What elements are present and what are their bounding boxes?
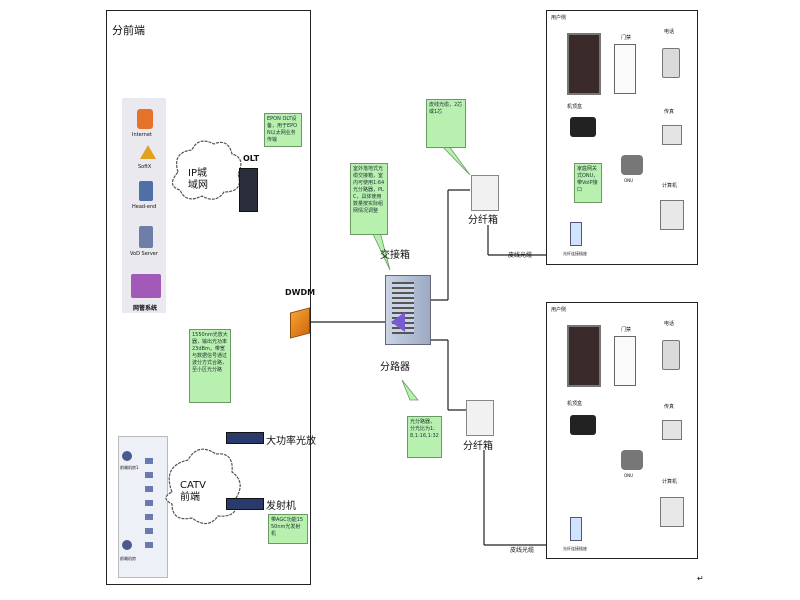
splitter-arrow-icon xyxy=(391,312,405,332)
phone-icon xyxy=(662,48,680,78)
headend-label: Head-end xyxy=(132,204,157,210)
onu-note: 家庭网关式ONU，带VoIP接口 xyxy=(574,163,602,203)
dist-box-2-label: 分纤箱 xyxy=(463,441,493,452)
stb-icon xyxy=(570,117,596,137)
rack-device-1 xyxy=(122,451,132,461)
vod-server-label: VoD Server xyxy=(130,251,158,257)
user-site-1-title: 用户侧 xyxy=(551,15,567,21)
door-icon xyxy=(614,336,636,386)
outlet-icon xyxy=(570,517,582,541)
phone-label: 电话 xyxy=(664,321,675,327)
transmitter-note: 带AGC功能1550nm光发射机 xyxy=(268,514,308,544)
stb-label: 机顶盒 xyxy=(567,104,583,110)
nms-icon xyxy=(131,274,161,298)
computer-label: 计算机 xyxy=(662,183,678,189)
cable-label-2: 皮线光缆 xyxy=(510,547,535,554)
fax-icon xyxy=(662,420,682,440)
internet-icon xyxy=(137,109,153,129)
onu-label: ONU xyxy=(624,178,634,183)
door-label: 门禁 xyxy=(621,327,632,333)
outlet-label: 光纤连接插座 xyxy=(563,251,587,256)
dist-box-1-label: 分纤箱 xyxy=(468,215,498,226)
olt-device xyxy=(239,168,258,212)
splitter-note: 光分路器，分光比为1:8,1:16,1:32 xyxy=(407,416,442,458)
dwdm-note: 1550nm光放大器，输出光功率23dBm，带宽与数据信号通过波分方式合路，至小… xyxy=(189,329,231,403)
amplifier-device xyxy=(226,432,264,444)
onu-icon xyxy=(621,155,643,175)
rack-modules xyxy=(145,458,153,550)
phone-label: 电话 xyxy=(664,29,675,35)
door-label: 门禁 xyxy=(621,35,632,41)
outlet-icon xyxy=(570,222,582,246)
dwdm-label: DWDM xyxy=(285,288,316,297)
stb-label: 机顶盒 xyxy=(567,401,583,407)
dist-box-2 xyxy=(466,400,494,436)
corner-mark: ↵ xyxy=(697,574,704,583)
outlet-label: 光纤连接插座 xyxy=(563,546,587,551)
user-site-2-title: 用户侧 xyxy=(551,307,567,313)
onu-icon xyxy=(621,450,643,470)
internet-label: Internet xyxy=(132,132,152,138)
cross-box-note: 室外落地式光缆交接箱，室内可使用1:64光分路器，PLC，具体使用数量按实际组网… xyxy=(350,163,388,235)
cross-box-label: 交接箱 xyxy=(380,250,410,261)
fax-label: 传真 xyxy=(664,109,675,115)
tv-icon xyxy=(567,33,601,95)
rack-label-1: 前端机房1 xyxy=(120,465,139,470)
olt-label: OLT xyxy=(243,154,260,163)
headend-icon xyxy=(139,181,153,201)
phone-icon xyxy=(662,340,680,370)
dist-box-1 xyxy=(471,175,499,211)
rack-label-2: 前端机房 xyxy=(120,556,136,561)
vod-server-icon xyxy=(139,226,153,248)
fax-label: 传真 xyxy=(664,404,675,410)
softx-label: SoftX xyxy=(138,164,152,170)
computer-icon xyxy=(660,200,684,230)
tv-icon xyxy=(567,325,601,387)
amplifier-label: 大功率光放 xyxy=(266,436,316,447)
stb-icon xyxy=(570,415,596,435)
computer-icon xyxy=(660,497,684,527)
fax-icon xyxy=(662,125,682,145)
onu-label: ONU xyxy=(624,473,634,478)
transmitter-device xyxy=(226,498,264,510)
computer-label: 计算机 xyxy=(662,479,678,485)
softx-icon xyxy=(140,145,156,159)
splitter-label: 分路器 xyxy=(380,362,410,373)
transmitter-label: 发射机 xyxy=(266,501,296,512)
door-icon xyxy=(614,44,636,94)
catv-label: CATV 前端 xyxy=(180,480,206,503)
leadin-note: 皮线光缆，2芯或1芯 xyxy=(426,99,466,148)
nms-label: 网管系统 xyxy=(133,305,158,312)
cable-label-1: 皮线光缆 xyxy=(508,252,533,259)
dwdm-device xyxy=(290,307,310,339)
olt-note: EPON OLT设备，用于EPON以太网业务传输 xyxy=(264,113,302,147)
frontend-title: 分前端 xyxy=(112,24,145,37)
ip-cloud-label: IP城 域网 xyxy=(188,168,208,191)
rack-device-2 xyxy=(122,540,132,550)
